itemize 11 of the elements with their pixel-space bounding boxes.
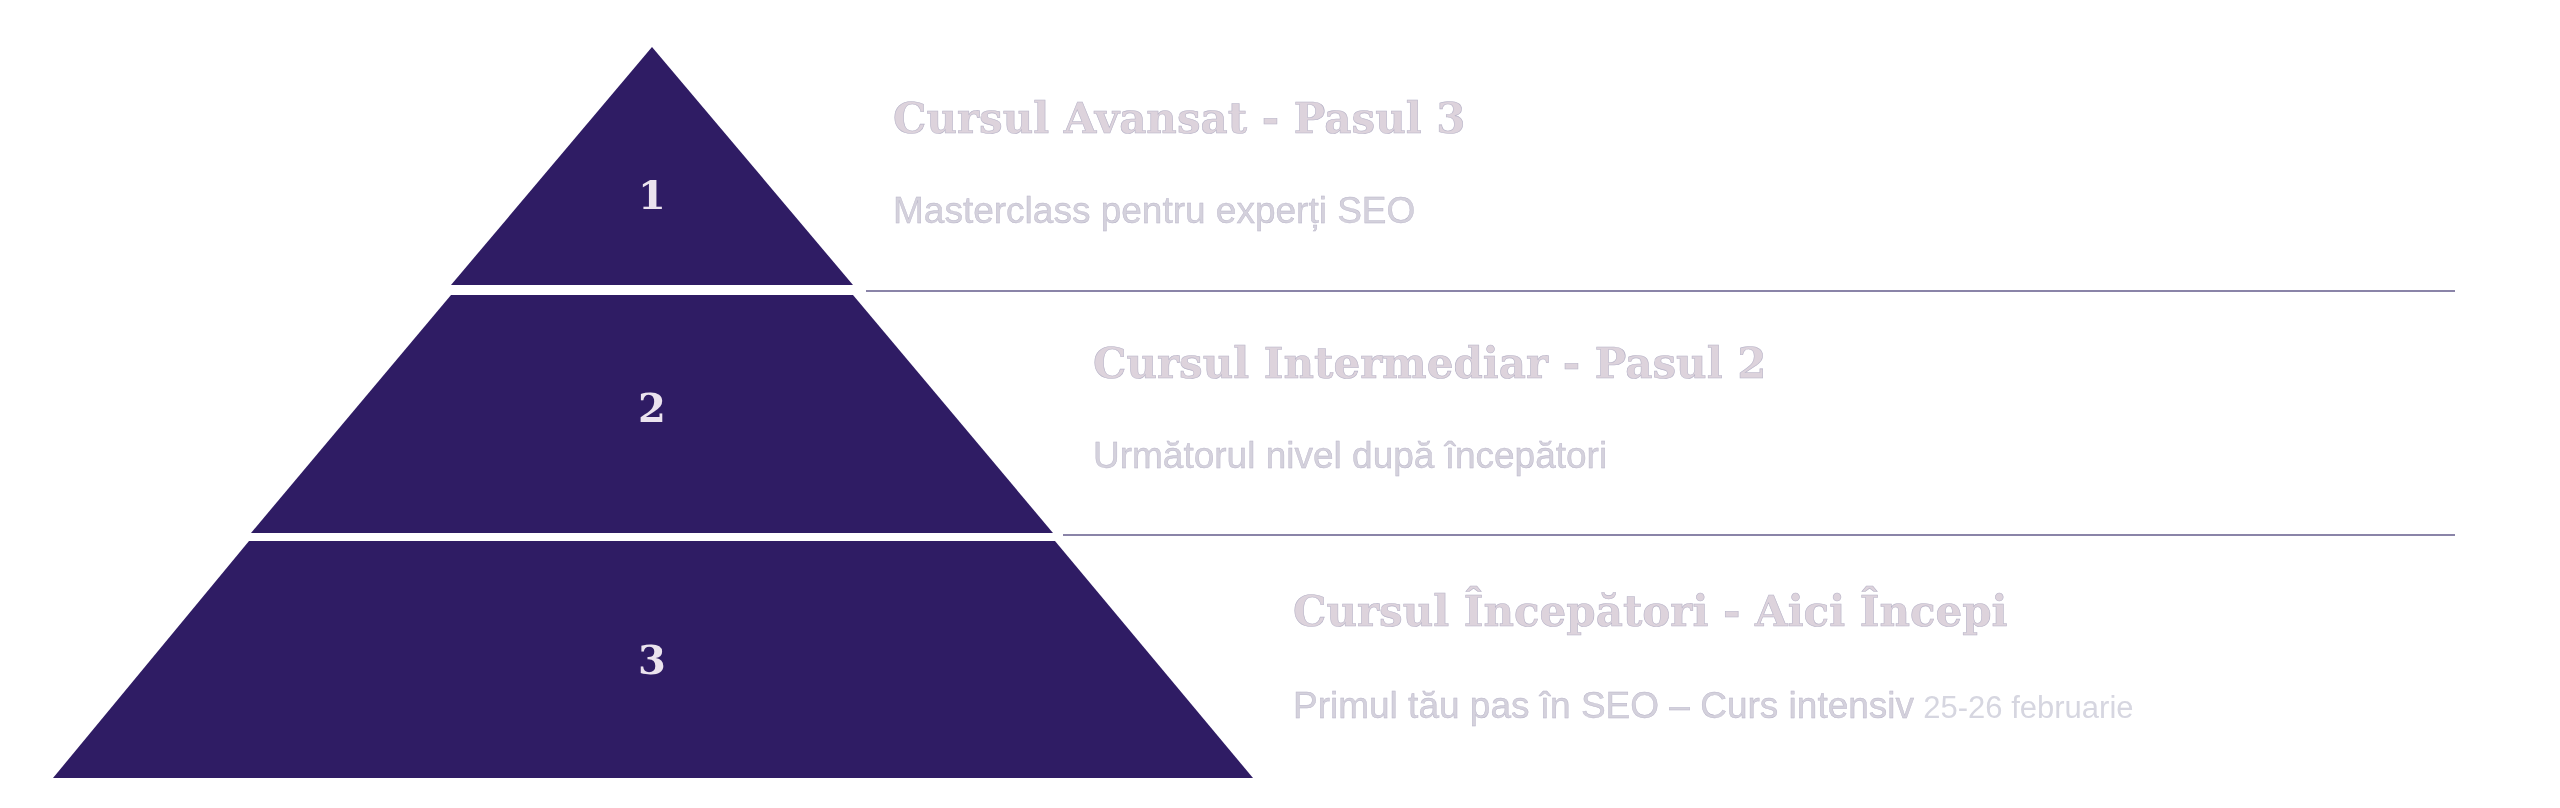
- pyramid-level: [53, 541, 1253, 778]
- course-title: Cursul Avansat - Pasul 3: [893, 96, 1466, 143]
- level-number: 1: [638, 175, 666, 215]
- level-number: 3: [638, 640, 666, 680]
- course-description: Masterclass pentru experți SEO: [893, 190, 1416, 231]
- course-title: Cursul Intermediar - Pasul 2: [1093, 341, 1767, 388]
- pyramid-level: [251, 295, 1053, 533]
- course-description: Primul tău pas în SEO – Curs intensiv: [1293, 685, 1915, 726]
- level-number: 2: [638, 388, 666, 428]
- pyramid-top-level: [451, 47, 853, 285]
- course-description: Următorul nivel după începători: [1093, 435, 1608, 476]
